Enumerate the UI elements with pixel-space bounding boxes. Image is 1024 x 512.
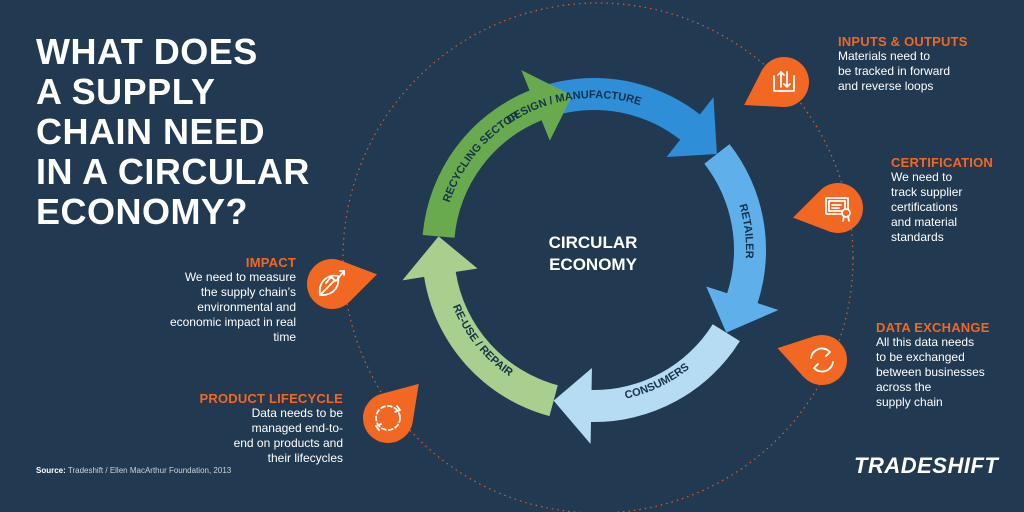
center-line: ECONOMY [549,255,637,274]
certification-heading: CERTIFICATION [891,155,994,170]
body-line: between businesses [876,365,985,379]
pin-circle [363,393,413,443]
certification-body: We need to track supplier certifications… [891,170,993,245]
body-line: managed end-to- [251,421,343,435]
body-line: across the [876,380,932,394]
lifecycle-heading: PRODUCT LIFECYCLE [199,391,343,406]
body-line: end on products and [233,436,343,450]
pin-circle [797,335,847,385]
body-line: be tracked in forward [838,64,951,78]
impact-pin [307,259,377,309]
in-out-arrows-icon [773,71,795,92]
center-line: CIRCULAR [548,233,638,252]
impact-heading: IMPACT [245,255,296,270]
tradeshift-logo: TRADESHIFT [854,453,999,478]
certification-block: CERTIFICATION We need to track supplier … [891,155,993,245]
segment-reuse-repair [402,236,558,417]
body-line: their lifecycles [267,451,343,465]
center-label: CIRCULAR ECONOMY [520,232,666,276]
certificate-icon [825,197,851,222]
data-exchange-pin [777,335,847,385]
body-line: to be exchanged [876,350,965,364]
segment-consumers [553,324,740,444]
segment-retailer [704,144,779,333]
body-line: We need to measure [184,270,296,284]
segment-recycling-sector [422,70,573,238]
lifecycle-body: Data needs to be managed end-to- end on … [199,406,343,466]
inputs-heading: INPUTS & OUTPUTS [838,34,968,49]
title-line: ECONOMY? [36,191,249,232]
title-line: IN A CIRCULAR [36,151,310,192]
outer-dotted-ring [342,2,854,512]
body-line: Data needs to be [251,406,343,420]
page-title: WHAT DOES A SUPPLY CHAIN NEED IN A CIRCU… [36,32,336,232]
body-line: economic impact in real [169,315,296,329]
title-line: WHAT DOES [36,31,258,72]
impact-body: We need to measure the supply chain’s en… [170,270,296,345]
source-label: Source: [36,466,66,475]
dashed-cycle-icon [375,405,401,431]
body-line: Materials need to [838,49,931,63]
body-line: certifications [891,200,958,214]
data-exchange-block: DATA EXCHANGE All this data needs to be … [876,320,990,410]
body-line: and reverse loops [838,79,934,93]
body-line: environmental and [197,300,296,314]
title-line: CHAIN NEED [36,111,266,152]
data-heading: DATA EXCHANGE [876,320,990,335]
body-line: We need to [891,170,953,184]
inputs-outputs-pin [744,57,809,107]
product-lifecycle-pin [363,383,419,443]
inputs-body: Materials need to be tracked in forward … [838,49,968,94]
body-line: track supplier [891,185,963,199]
body-line: supply chain [876,395,943,409]
leaf-chart-icon [318,270,345,296]
title-line: A SUPPLY [36,71,216,112]
body-line: standards [891,230,944,244]
data-body: All this data needs to be exchanged betw… [876,335,990,410]
source-note: Source: Tradeshift / Ellen MacArthur Fou… [36,466,231,475]
inputs-outputs-block: INPUTS & OUTPUTS Materials need to be tr… [838,34,968,94]
product-lifecycle-block: PRODUCT LIFECYCLE Data needs to be manag… [199,391,343,466]
body-line: and material [891,215,958,229]
pin-circle [759,57,809,107]
body-line: the supply chain’s [200,285,296,299]
exchange-cycle-icon [810,347,834,373]
body-line: time [273,330,296,344]
body-line: All this data needs [876,335,975,349]
certification-pin [793,183,863,233]
impact-block: IMPACT We need to measure the supply cha… [170,255,296,345]
source-text: Tradeshift / Ellen MacArthur Foundation,… [67,466,232,475]
